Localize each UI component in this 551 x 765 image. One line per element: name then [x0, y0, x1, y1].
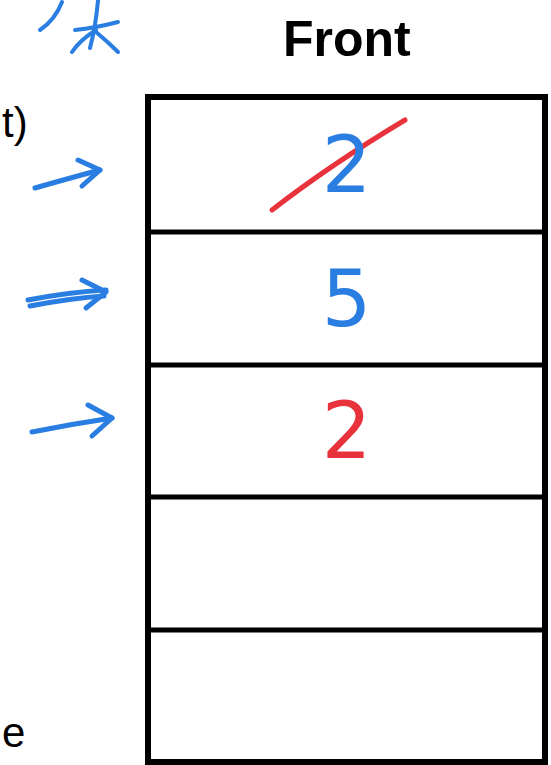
pointer-arrow [35, 160, 100, 188]
cell-value: 2 [322, 392, 372, 470]
cell-divider [148, 628, 545, 633]
cut-off-text: t) [2, 102, 28, 144]
cell-divider [148, 230, 545, 235]
cell-value: 5 [322, 260, 372, 338]
cell-divider [148, 495, 545, 500]
stick-figure [40, 0, 118, 52]
queue-cell: 2 [152, 368, 541, 494]
queue-cell: 5 [152, 235, 541, 362]
header-label: Front [283, 14, 411, 64]
cell-divider [148, 363, 545, 368]
queue-cell: 2 [152, 101, 541, 229]
queue-frame [148, 97, 545, 762]
cell-value: 2 [322, 126, 372, 204]
pointer-arrow [32, 405, 112, 436]
pointer-arrow [28, 280, 106, 308]
cut-off-text: e [2, 712, 25, 754]
strike-mark [272, 120, 405, 210]
